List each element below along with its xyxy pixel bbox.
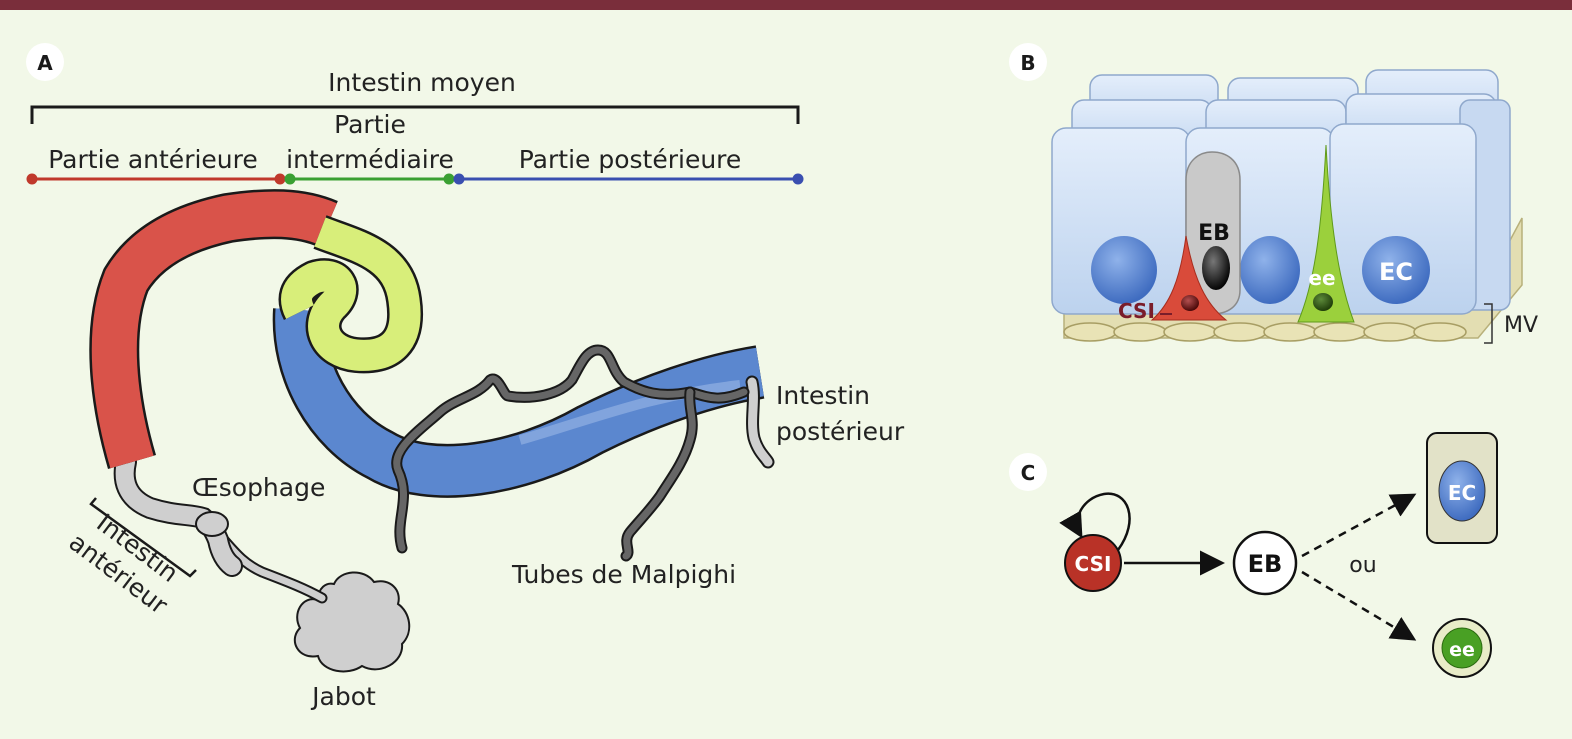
- or-label: ou: [1349, 553, 1376, 578]
- isc-cell: [1150, 235, 1228, 321]
- ec-node-nucleus: [1438, 460, 1486, 522]
- ee-node-nucleus: [1441, 627, 1483, 669]
- anterior-part-label: Partie antérieure: [48, 145, 258, 174]
- anterior-midgut: [91, 191, 337, 469]
- panel-b-badge: [1009, 43, 1047, 81]
- isc-node-label: CSI: [1075, 552, 1112, 576]
- eb-label: EB: [1198, 221, 1230, 246]
- isc-nucleus: [1181, 295, 1199, 311]
- panel-c-letter: C: [1021, 461, 1036, 485]
- panel-a-letter: A: [37, 51, 53, 75]
- midgut-label: Intestin moyen: [328, 68, 516, 97]
- hindgut-label-line2: postérieur: [776, 417, 905, 446]
- panel-c-badge: [1009, 453, 1047, 491]
- ee-label: ee: [1308, 266, 1335, 290]
- ec-nucleus-3: [1362, 236, 1430, 304]
- hindgut-label-line1: Intestin: [776, 381, 870, 410]
- isc-label: CSI: [1118, 299, 1155, 323]
- ec-nucleus-2: [1240, 236, 1300, 304]
- proventriculus: [195, 511, 229, 537]
- middle-midgut: [281, 217, 421, 371]
- ee-nucleus: [1313, 293, 1333, 311]
- eb-to-ec-arrow: [1301, 493, 1417, 558]
- posterior-part-label: Partie postérieure: [519, 145, 742, 174]
- region-scale-bar: [26, 173, 804, 185]
- ec-nucleus-1: [1091, 236, 1157, 304]
- enteroblast-nucleus: [1202, 246, 1230, 290]
- middle-part-label-line1: Partie: [334, 110, 406, 139]
- header-bar: [0, 0, 1572, 10]
- panel-a-badge: [26, 43, 64, 81]
- mv-bracket: [1484, 303, 1493, 344]
- midgut-bracket: [30, 105, 800, 124]
- esophagus-label: Œsophage: [192, 473, 325, 502]
- self-renewal-arrow: [1059, 492, 1131, 551]
- foregut-bracket: [89, 497, 197, 578]
- panel-c: C CSI EB ou EC ee: [1009, 432, 1498, 678]
- panel-a: A Intestin moyen Partie Partie antérieur…: [26, 43, 905, 711]
- eb-node: [1232, 530, 1298, 596]
- ec-label: EC: [1379, 258, 1413, 286]
- isc-node: [1064, 534, 1122, 592]
- microvilli-row: [1063, 322, 1467, 342]
- eb-node-label: EB: [1248, 550, 1283, 578]
- eb-to-ee-arrow: [1301, 570, 1417, 641]
- ee-node-label: ee: [1449, 639, 1475, 661]
- ec-node-label: EC: [1448, 481, 1476, 505]
- crop-label: Jabot: [310, 682, 376, 711]
- malpighian-tubules: [391, 344, 750, 562]
- panel-b: B EC EB: [1009, 43, 1538, 344]
- mv-label: MV: [1504, 313, 1538, 338]
- middle-part-label-line2: intermédiaire: [286, 145, 454, 174]
- ee-cell: [1297, 144, 1355, 323]
- malpighi-label: Tubes de Malpighi: [511, 560, 736, 589]
- hindgut: [747, 377, 773, 467]
- panel-b-letter: B: [1020, 51, 1035, 75]
- posterior-midgut-highlight: [518, 380, 741, 445]
